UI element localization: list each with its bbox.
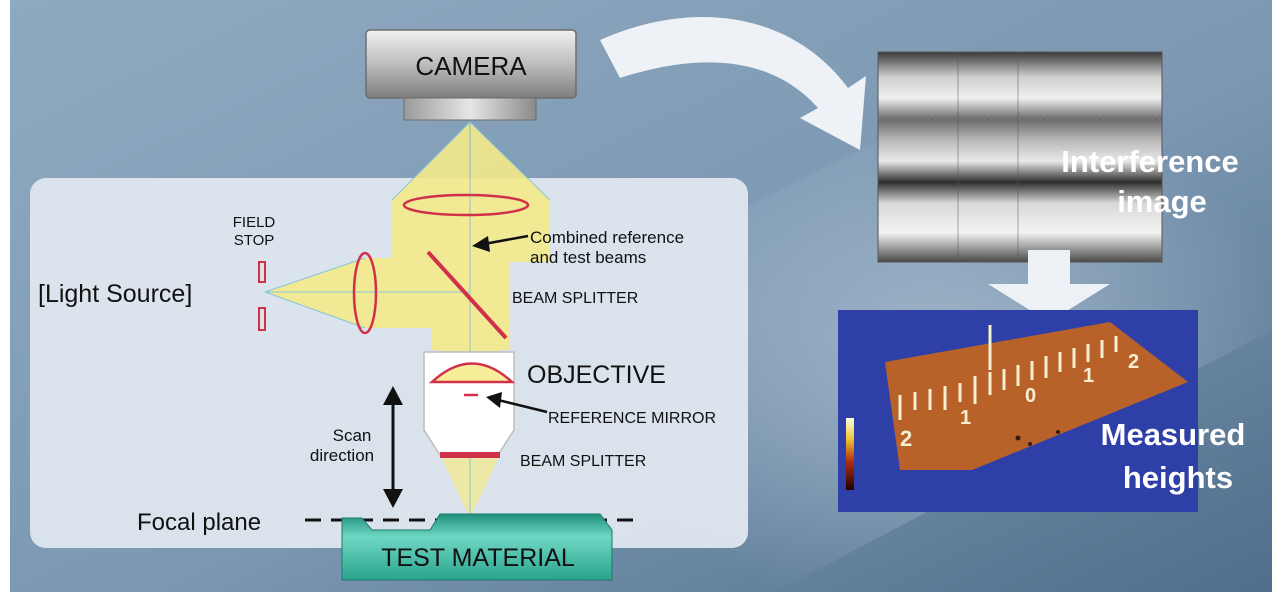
interference-image bbox=[877, 51, 1163, 263]
ruler-number: 2 bbox=[1128, 351, 1139, 373]
ruler-number: 1 bbox=[1083, 365, 1094, 387]
camera: CAMERA bbox=[365, 29, 577, 121]
image-to-heights-arrow bbox=[988, 250, 1110, 322]
ruler-number: 1 bbox=[960, 407, 971, 429]
measured-heights-image: 2 1 0 1 2 bbox=[838, 310, 1198, 512]
ruler-number: 0 bbox=[1025, 385, 1036, 407]
light-source-label: [Light Source] bbox=[38, 280, 192, 308]
collimating-lens bbox=[352, 251, 378, 335]
combined-beams-label-line1: Combined reference bbox=[530, 228, 684, 247]
combined-beams-pointer bbox=[472, 234, 529, 252]
beam-splitter-top bbox=[426, 250, 508, 340]
tube-lens bbox=[402, 193, 530, 217]
test-material: TEST MATERIAL bbox=[341, 513, 613, 581]
beam-splitter-top-label: BEAM SPLITTER bbox=[512, 290, 638, 307]
scan-direction-arrow bbox=[383, 386, 403, 508]
optics-panel bbox=[30, 178, 748, 548]
reference-mirror-label: REFERENCE MIRROR bbox=[548, 410, 716, 427]
measured-label-line2: heights bbox=[1123, 460, 1233, 495]
measured-label-line1: Measured bbox=[1101, 417, 1246, 452]
reference-mirror-pointer bbox=[486, 392, 548, 414]
ruler-ticks bbox=[898, 325, 1118, 420]
test-material-label: TEST MATERIAL bbox=[381, 544, 575, 572]
beam-splitter-bottom-label: BEAM SPLITTER bbox=[520, 453, 646, 470]
height-color-scale bbox=[846, 418, 854, 490]
objective bbox=[423, 351, 516, 458]
objective-label: OBJECTIVE bbox=[527, 361, 666, 389]
field-stop-label-line1: FIELD bbox=[233, 214, 276, 231]
camera-to-image-arrow bbox=[600, 17, 866, 151]
focal-plane-label: Focal plane bbox=[137, 509, 261, 536]
scan-label-line2: direction bbox=[310, 446, 374, 465]
ruler-number: 2 bbox=[900, 426, 912, 451]
interference-label-line1: Interference bbox=[1061, 144, 1238, 179]
camera-label: CAMERA bbox=[415, 51, 527, 81]
field-stop bbox=[258, 261, 266, 331]
combined-beams-label-line2: and test beams bbox=[530, 248, 646, 267]
interference-label-line2: image bbox=[1117, 184, 1207, 219]
scan-label-line1: Scan bbox=[333, 426, 372, 445]
field-stop-label-line2: STOP bbox=[234, 232, 275, 249]
